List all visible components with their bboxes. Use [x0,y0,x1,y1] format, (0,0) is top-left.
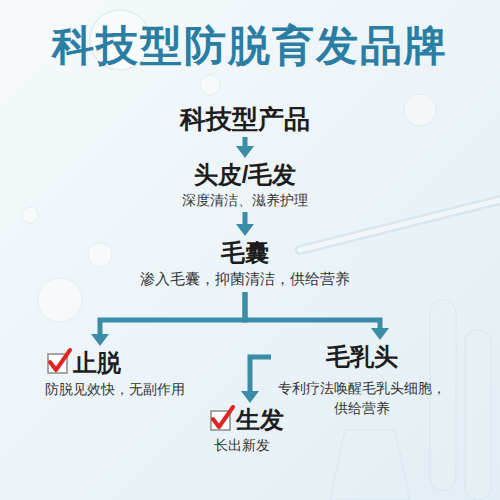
bubble [200,75,220,95]
flow-arrow [243,212,248,224]
flow-arrow [100,292,245,334]
flow-step: 毛乳头专利疗法唤醒毛乳头细胞， 供给营养 [273,342,451,418]
test-tube [465,330,491,500]
flow-step: 毛囊渗入毛囊，抑菌清洁，供给营养 [140,238,350,290]
pipette [300,200,500,250]
check-tick [213,407,233,427]
step-heading: 科技型产品 [180,103,310,135]
check-tick [50,350,70,370]
step-heading: 头皮/毛发 [182,160,308,190]
step-heading: 止脱 [45,348,185,378]
beaker [330,430,410,500]
page-title: 科技型防脱育发品牌 [0,18,500,74]
flow-step: 生发长出新发 [208,405,284,455]
step-description: 渗入毛囊，抑菌清洁，供给营养 [140,268,350,290]
check-icon [48,350,70,373]
pipette-body [300,200,500,250]
bubble [38,278,82,322]
bubble [22,207,38,223]
step-description: 防脱见效快，无副作用 [45,378,185,400]
flow-arrow [245,292,380,328]
flow-step: 头皮/毛发深度清洁、滋养护理 [182,160,308,210]
flow-step: 止脱防脱见效快，无副作用 [45,348,185,400]
step-description: 专利疗法唤醒毛乳头细胞， 供给营养 [273,378,451,418]
step-heading: 毛乳头 [273,342,451,372]
bubble [88,243,112,267]
pipette-glass [300,200,500,250]
flow-arrow [243,137,248,146]
check-icon [211,407,233,430]
step-heading: 毛囊 [140,238,350,268]
flow-step: 科技型产品 [180,103,310,135]
bubble [404,94,436,126]
step-description: 深度清洁、滋养护理 [182,190,308,210]
flow-arrow [250,357,271,391]
step-heading: 生发 [208,405,284,435]
step-description: 长出新发 [208,435,284,455]
